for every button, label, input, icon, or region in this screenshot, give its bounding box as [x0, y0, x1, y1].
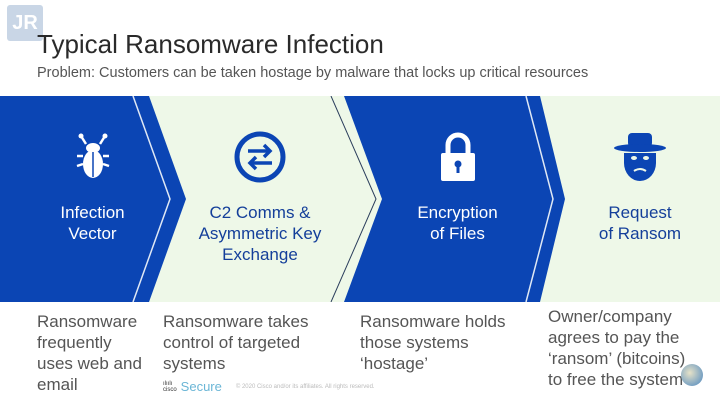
- description-line: Ransomware takes: [163, 312, 309, 331]
- description-line: email: [37, 375, 78, 394]
- bug-icon: [73, 132, 113, 182]
- step-2-description: Ransomware takes control of targeted sys…: [163, 311, 309, 374]
- step-label: Request: [608, 203, 672, 222]
- description-line: to free the system: [548, 370, 684, 389]
- chevron-divider: [330, 96, 377, 302]
- step-1-description: Ransomware frequently uses web and email: [37, 311, 142, 395]
- step-label: Asymmetric Key: [198, 224, 322, 243]
- step-label: Infection: [60, 203, 125, 222]
- chevron-divider: [132, 96, 171, 302]
- step-3-description: Ransomware holds those systems ‘hostage’: [360, 311, 506, 374]
- description-line: ‘ransom’ (bitcoins): [548, 349, 686, 368]
- step-encryption: Encryption of Files: [385, 96, 530, 302]
- description-line: those systems: [360, 333, 469, 352]
- slide-subtitle: Problem: Customers can be taken hostage …: [37, 65, 589, 81]
- step-label: Exchange: [222, 245, 298, 264]
- description-line: Ransomware: [37, 312, 138, 331]
- exchange-arrows-icon: [234, 131, 286, 183]
- description-line: uses web and: [37, 354, 142, 373]
- step-request-ransom: Request of Ransom: [570, 96, 710, 302]
- chevron-step-3: [344, 96, 565, 302]
- lock-icon: [438, 132, 478, 182]
- description-line: agrees to pay the: [548, 328, 680, 347]
- step-label: Vector: [68, 224, 117, 243]
- description-line: systems: [163, 354, 226, 373]
- masked-thief-icon: [612, 132, 668, 182]
- step-label: of Files: [430, 224, 485, 243]
- chevron-divider: [525, 96, 554, 302]
- channel-logo: JR: [7, 5, 43, 41]
- description-line: ‘hostage’: [360, 354, 429, 373]
- slide-title: Typical Ransomware Infection: [37, 29, 384, 59]
- chevron-step-1: [0, 96, 186, 302]
- description-line: Ransomware holds: [360, 312, 506, 331]
- description-line: Owner/company: [548, 307, 672, 326]
- step-label: of Ransom: [598, 224, 682, 243]
- footer-copyright: © 2020 Cisco and/or its affiliates. All …: [235, 383, 375, 390]
- step-4-description: Owner/company agrees to pay the ‘ransom’…: [548, 306, 685, 390]
- process-chevrons: [0, 96, 720, 302]
- step-label: C2 Comms &: [209, 203, 311, 222]
- description-line: control of targeted: [163, 333, 301, 352]
- footer-brand: Secure: [180, 379, 222, 394]
- step-label: Encryption: [417, 203, 498, 222]
- description-line: frequently: [37, 333, 112, 352]
- webcam-bubble-icon: [681, 364, 703, 386]
